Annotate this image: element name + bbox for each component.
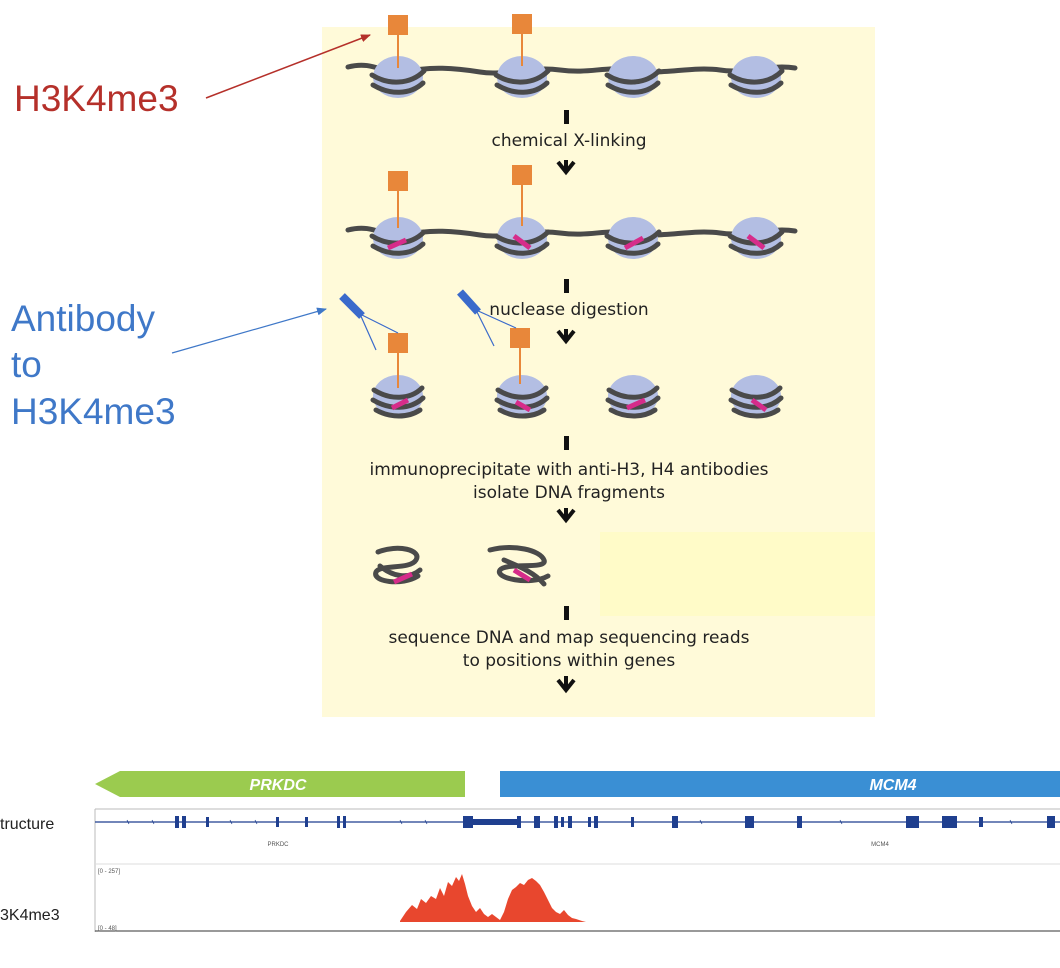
nucleosome	[727, 56, 785, 98]
gene-structure-track: PRKDC MCM4	[95, 816, 1060, 848]
nucleosome	[728, 375, 784, 419]
step-label: chemical X-linking	[491, 131, 646, 151]
nucleosome	[605, 375, 661, 419]
step-arrow	[556, 279, 576, 345]
gene-name-prkdc: PRKDC	[250, 777, 307, 794]
track-label-structure: tructure	[0, 816, 54, 833]
nucleosome	[493, 56, 551, 98]
histone-mark	[510, 328, 530, 384]
scale-label: [0 - 48]	[98, 926, 117, 932]
step-arrow	[556, 606, 576, 694]
histone-mark	[512, 14, 532, 66]
step-arrow	[556, 436, 576, 524]
small-gene-label: PRKDC	[267, 842, 289, 848]
chromatin-row-1	[345, 14, 798, 98]
antibody-callout-line: H3K4me3	[11, 391, 176, 432]
dna-fragment	[487, 545, 551, 587]
histone-mark	[512, 165, 532, 226]
step-label: to positions within genes	[463, 651, 676, 671]
antibody	[457, 289, 517, 347]
small-gene-label: MCM4	[871, 842, 889, 848]
antibody-callout-line: to	[11, 344, 42, 385]
histone-mark	[388, 171, 408, 228]
nucleosome	[604, 56, 662, 98]
nucleosome	[369, 56, 427, 98]
scale-label: [0 - 257]	[98, 869, 120, 875]
inset-panel	[600, 532, 875, 616]
nucleosome	[494, 375, 550, 419]
chip-signal-peak	[400, 874, 586, 922]
antibody-callout-line: Antibody	[11, 298, 155, 339]
nucleosome	[727, 217, 785, 259]
antibody-callout-arrow	[171, 307, 327, 354]
nucleosome	[493, 217, 551, 259]
mark-callout-label: H3K4me3	[14, 78, 179, 119]
antibody	[339, 293, 399, 351]
gene-bar-prkdc: PRKDC	[95, 771, 465, 797]
nucleosome	[604, 217, 662, 259]
genome-browser: PRKDC MCM4 tructure 3K4me3	[0, 771, 1060, 932]
mark-callout-arrow	[205, 34, 371, 99]
chromatin-row-2	[345, 165, 798, 259]
gene-name-mcm4: MCM4	[869, 777, 916, 794]
dna-fragment	[373, 545, 423, 585]
step-label: nuclease digestion	[489, 300, 648, 320]
nucleosome	[370, 375, 426, 419]
browser-track-frame	[94, 808, 1060, 932]
step-label: isolate DNA fragments	[473, 483, 665, 503]
step-arrow	[556, 110, 576, 176]
nucleosome	[369, 217, 427, 259]
chromatin-row-3	[339, 289, 784, 419]
dna-fragments	[373, 545, 551, 587]
step-label: sequence DNA and map sequencing reads	[388, 628, 749, 648]
step-label: immunoprecipitate with anti-H3, H4 antib…	[369, 460, 768, 480]
histone-mark	[388, 333, 408, 388]
track-label-chip: 3K4me3	[0, 907, 60, 924]
histone-mark	[388, 15, 408, 68]
gene-bar-mcm4: MCM4	[500, 771, 1060, 797]
